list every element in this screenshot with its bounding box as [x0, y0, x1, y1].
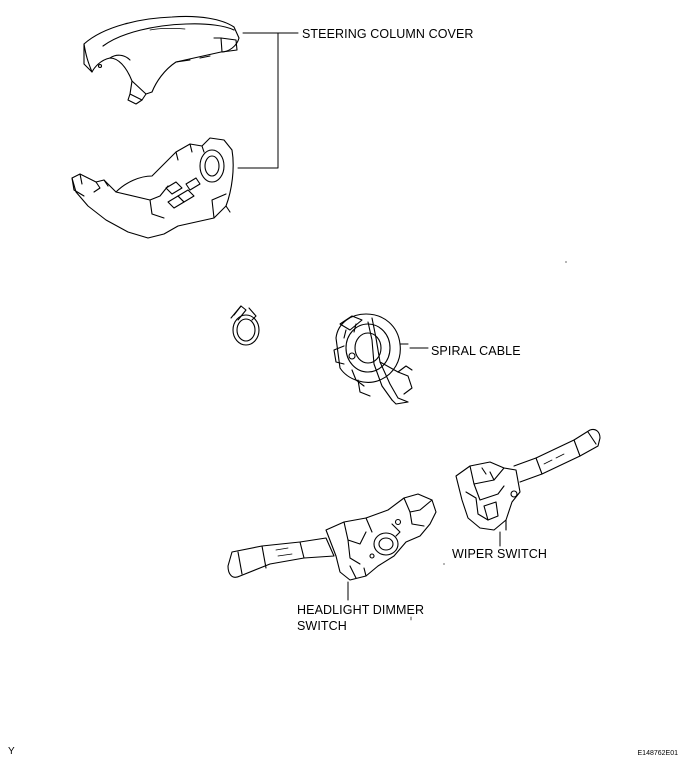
wiper-switch-label: WIPER SWITCH — [452, 547, 547, 561]
corner-mark-left: Y — [8, 746, 15, 757]
headlight-dimmer-switch-label: HEADLIGHT DIMMER SWITCH — [297, 602, 424, 634]
figure-code: E148762E01 — [637, 750, 678, 757]
headlight-dimmer-switch-label-line1: HEADLIGHT DIMMER — [297, 603, 425, 617]
lower-column-cover — [71, 137, 234, 239]
spiral-cable-part — [333, 313, 413, 405]
wiper-switch-part — [455, 428, 601, 531]
scan-dot — [443, 563, 445, 565]
headlight-dimmer-switch-label-line2: SWITCH — [297, 619, 347, 633]
steering-column-cover-leader — [237, 32, 299, 169]
steering-column-cover-label: STEERING COLUMN COVER — [302, 27, 474, 41]
hose-clamp — [230, 305, 260, 346]
upper-column-cover — [83, 15, 240, 105]
spiral-cable-label: SPIRAL CABLE — [431, 344, 521, 358]
scan-dot — [565, 261, 567, 263]
headlight-dimmer-switch-part — [227, 493, 437, 581]
